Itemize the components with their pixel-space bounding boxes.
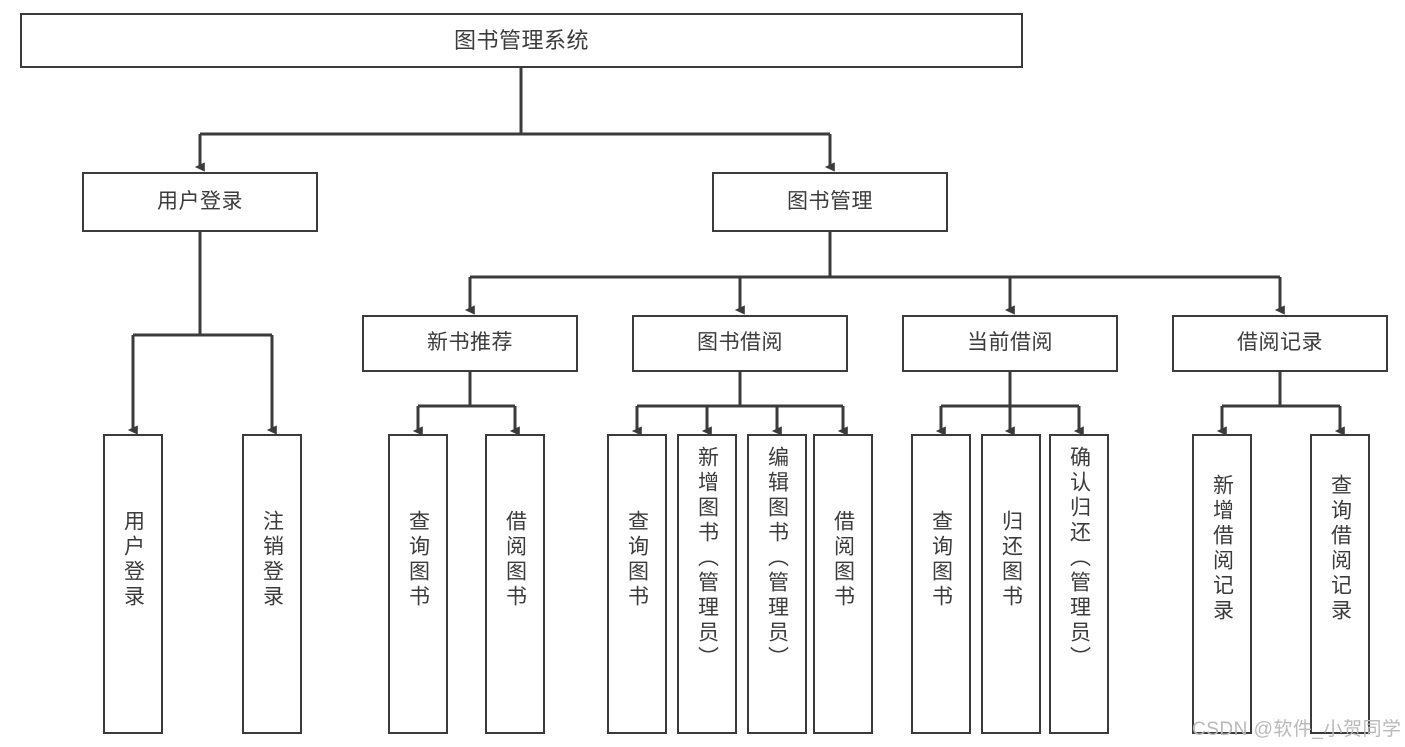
node-label: 图书借阅 <box>697 331 783 355</box>
node-label: 新书推荐 <box>427 331 513 355</box>
node-label: 借阅记录 <box>1237 331 1323 355</box>
node-label: 用户登录 <box>121 510 145 610</box>
node-label: 新增图书（管理员） <box>695 446 719 671</box>
node-label: 新增借阅记录 <box>1210 474 1234 624</box>
node-leaf-borrow-book-1[interactable]: 借阅图书 <box>485 434 545 734</box>
node-new-book-recommend[interactable]: 新书推荐 <box>362 315 578 372</box>
node-leaf-add-record[interactable]: 新增借阅记录 <box>1192 434 1252 734</box>
node-leaf-user-login[interactable]: 用户登录 <box>103 434 163 734</box>
node-borrow-record[interactable]: 借阅记录 <box>1172 315 1388 372</box>
node-label: 借阅图书 <box>831 510 855 610</box>
csdn-watermark: CSDN @软件_小贺同学 <box>1192 719 1402 740</box>
node-leaf-confirm-return[interactable]: 确认归还（管理员） <box>1049 434 1109 734</box>
node-root-system[interactable]: 图书管理系统 <box>20 13 1023 68</box>
node-label: 查询图书 <box>406 510 430 610</box>
node-user-login[interactable]: 用户登录 <box>82 172 318 232</box>
node-label: 查询图书 <box>929 510 953 610</box>
node-leaf-return-book[interactable]: 归还图书 <box>981 434 1041 734</box>
node-leaf-borrow-book-2[interactable]: 借阅图书 <box>813 434 873 734</box>
node-book-borrow[interactable]: 图书借阅 <box>632 315 848 372</box>
node-label: 确认归还（管理员） <box>1067 446 1091 671</box>
node-label: 当前借阅 <box>967 331 1053 355</box>
node-label: 查询图书 <box>625 510 649 610</box>
node-label: 借阅图书 <box>503 510 527 610</box>
node-leaf-query-book-2[interactable]: 查询图书 <box>607 434 667 734</box>
node-label: 图书管理 <box>787 189 873 213</box>
node-current-borrow[interactable]: 当前借阅 <box>902 315 1118 372</box>
node-leaf-query-record[interactable]: 查询借阅记录 <box>1310 434 1370 734</box>
node-label: 图书管理系统 <box>453 27 589 53</box>
node-label: 用户登录 <box>157 189 243 213</box>
node-leaf-query-book-3[interactable]: 查询图书 <box>911 434 971 734</box>
node-book-management[interactable]: 图书管理 <box>712 172 948 232</box>
node-label: 查询借阅记录 <box>1328 474 1352 624</box>
node-leaf-add-book[interactable]: 新增图书（管理员） <box>677 434 737 734</box>
node-leaf-edit-book[interactable]: 编辑图书（管理员） <box>747 434 807 734</box>
node-label: 注销登录 <box>260 510 284 610</box>
node-leaf-query-book-1[interactable]: 查询图书 <box>388 434 448 734</box>
node-label: 归还图书 <box>999 510 1023 610</box>
node-label: 编辑图书（管理员） <box>765 446 789 671</box>
node-leaf-user-logout[interactable]: 注销登录 <box>242 434 302 734</box>
